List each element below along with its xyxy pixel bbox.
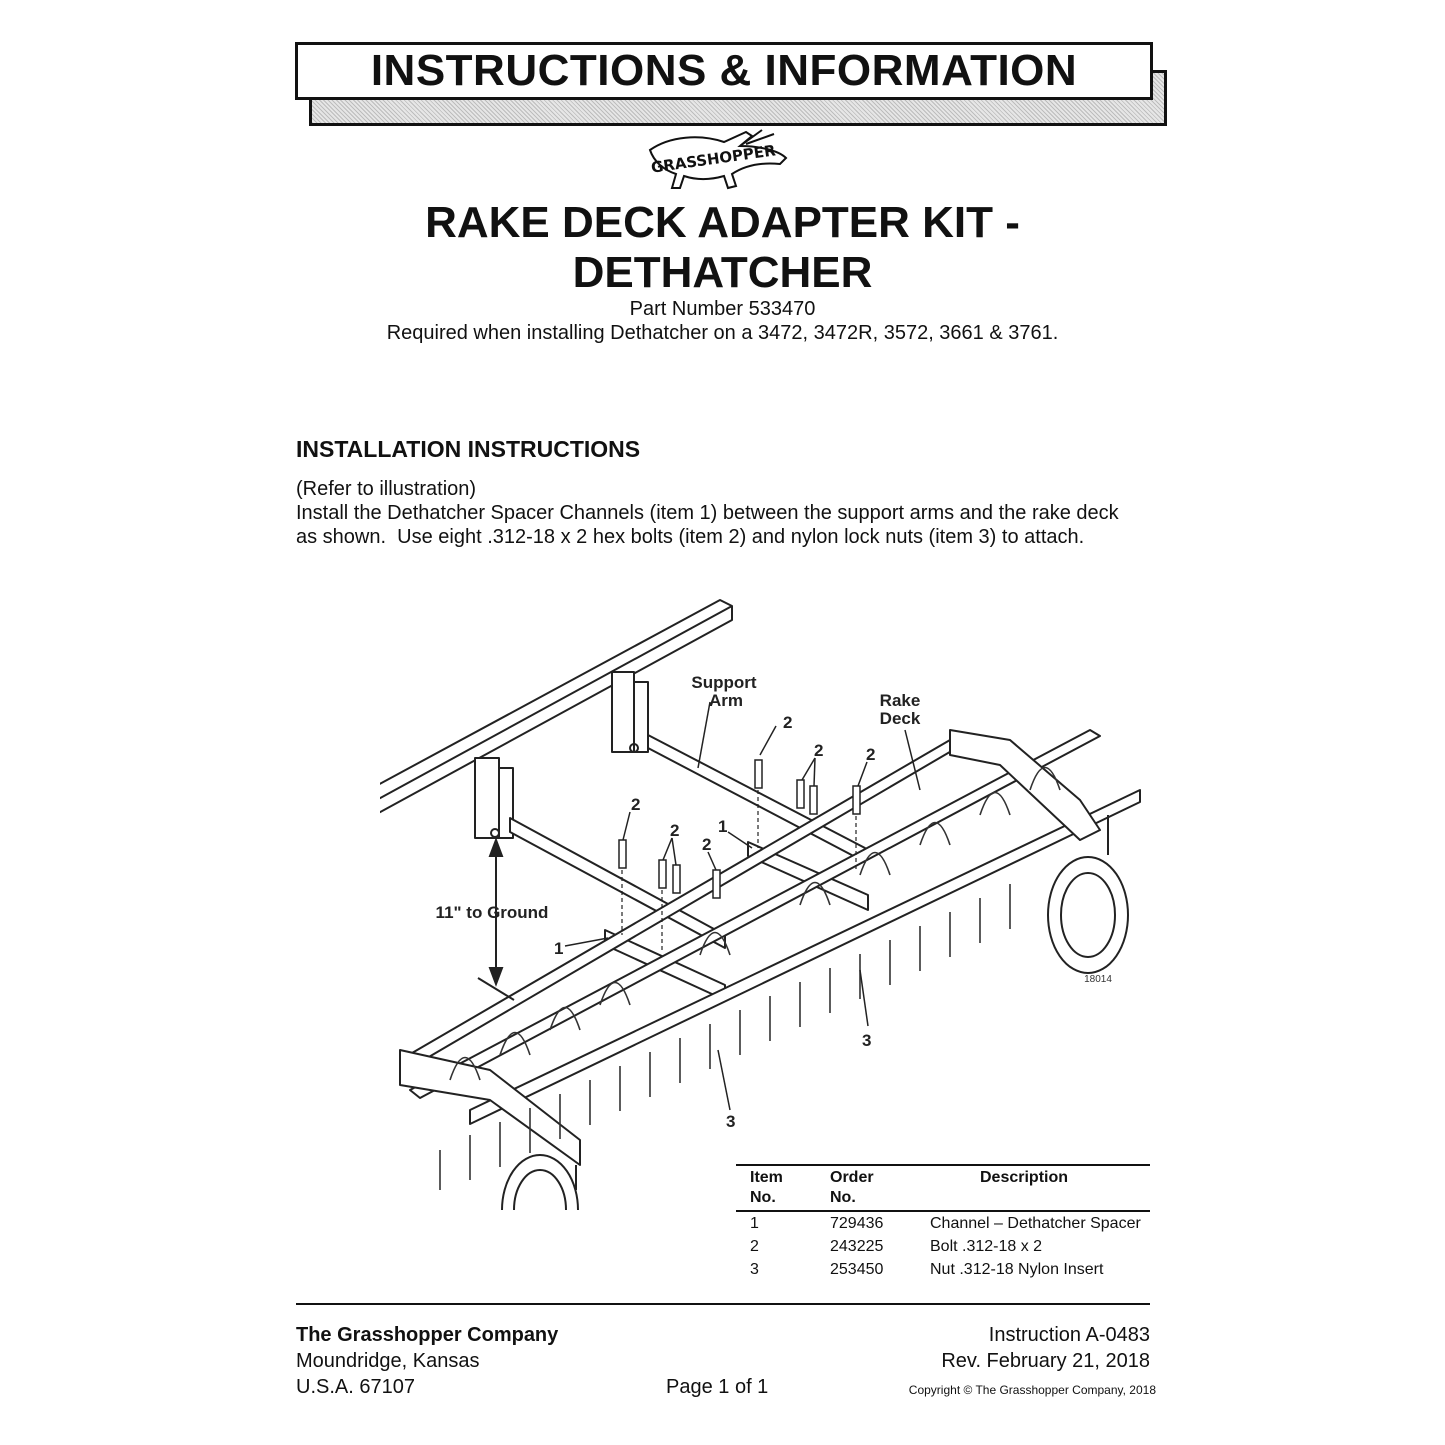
table-row: 1 729436 Channel – Dethatcher Spacer [736, 1211, 1150, 1235]
requirement-note: Required when installing Dethatcher on a… [386, 322, 1059, 344]
footer-zip: U.S.A. 67107 [296, 1376, 415, 1398]
callout-1: 1 [718, 817, 727, 836]
callout-1: 1 [554, 939, 563, 958]
banner-title: INSTRUCTIONS & INFORMATION [295, 42, 1153, 100]
callout-2: 2 [866, 745, 875, 764]
table-row: 2 243225 Bolt .312-18 x 2 [736, 1235, 1150, 1258]
bolt-paths [621, 790, 857, 950]
label-support-arm-2: Arm [709, 691, 743, 710]
installation-line: (Refer to illustration) [296, 478, 477, 500]
cell-description: Channel – Dethatcher Spacer [930, 1215, 1141, 1232]
cell-item: 2 [750, 1238, 759, 1255]
footer-revision: Rev. February 21, 2018 [941, 1350, 1150, 1372]
callout-3: 3 [726, 1112, 735, 1131]
cell-order: 253450 [830, 1261, 884, 1278]
figure-number: 18014 [1084, 974, 1112, 985]
callout-2: 2 [814, 741, 823, 760]
label-ground-height: 11" to Ground [436, 903, 549, 922]
label-rake-deck-2: Deck [880, 709, 921, 728]
cell-item: 3 [750, 1261, 759, 1278]
bolts [618, 759, 861, 899]
installation-line: as shown. Use eight .312-18 x 2 hex bolt… [296, 526, 1085, 548]
rake-tines [439, 766, 1061, 1190]
footer-company: The Grasshopper Company [296, 1324, 559, 1346]
installation-line: Install the Dethatcher Spacer Channels (… [296, 502, 1119, 524]
rake-deck-illustration: Support Arm Rake Deck 11" to Ground 1801… [380, 599, 1141, 1210]
footer-page: Page 1 of 1 [666, 1376, 769, 1398]
table-row: 3 253450 Nut .312-18 Nylon Insert [736, 1258, 1150, 1281]
callout-2: 2 [783, 713, 792, 732]
callout-2: 2 [702, 835, 711, 854]
grasshopper-logo: GRASSHOPPER [648, 129, 788, 190]
cell-item: 1 [750, 1215, 759, 1232]
label-support-arm-1: Support [691, 673, 756, 692]
installation-text: (Refer to illustration) Install the Deth… [296, 477, 1166, 549]
label-rake-deck-1: Rake [880, 691, 921, 710]
footer-divider [296, 1303, 1150, 1305]
cell-order: 729436 [830, 1215, 884, 1232]
part-number: Part Number 533470 [629, 298, 816, 320]
callout-2: 2 [670, 821, 679, 840]
installation-heading: INSTALLATION INSTRUCTIONS [296, 436, 641, 462]
document-title-line2: DETHATCHER [572, 248, 873, 297]
cell-order: 243225 [830, 1238, 884, 1255]
footer-city: Moundridge, Kansas [296, 1350, 480, 1372]
footer-copyright: Copyright © The Grasshopper Company, 201… [908, 1383, 1156, 1397]
footer-instruction: Instruction A-0483 [988, 1324, 1150, 1346]
callout-3: 3 [862, 1031, 871, 1050]
document-title-line1: RAKE DECK ADAPTER KIT - [425, 198, 1020, 247]
ground-dimension [477, 837, 515, 1001]
cell-description: Bolt .312-18 x 2 [930, 1238, 1043, 1255]
header-description: Description [980, 1169, 1069, 1186]
callout-2: 2 [631, 795, 640, 814]
illustration-drawing [380, 599, 1141, 1210]
cell-description: Nut .312-18 Nylon Insert [930, 1261, 1104, 1278]
leader-lines [564, 701, 921, 1111]
